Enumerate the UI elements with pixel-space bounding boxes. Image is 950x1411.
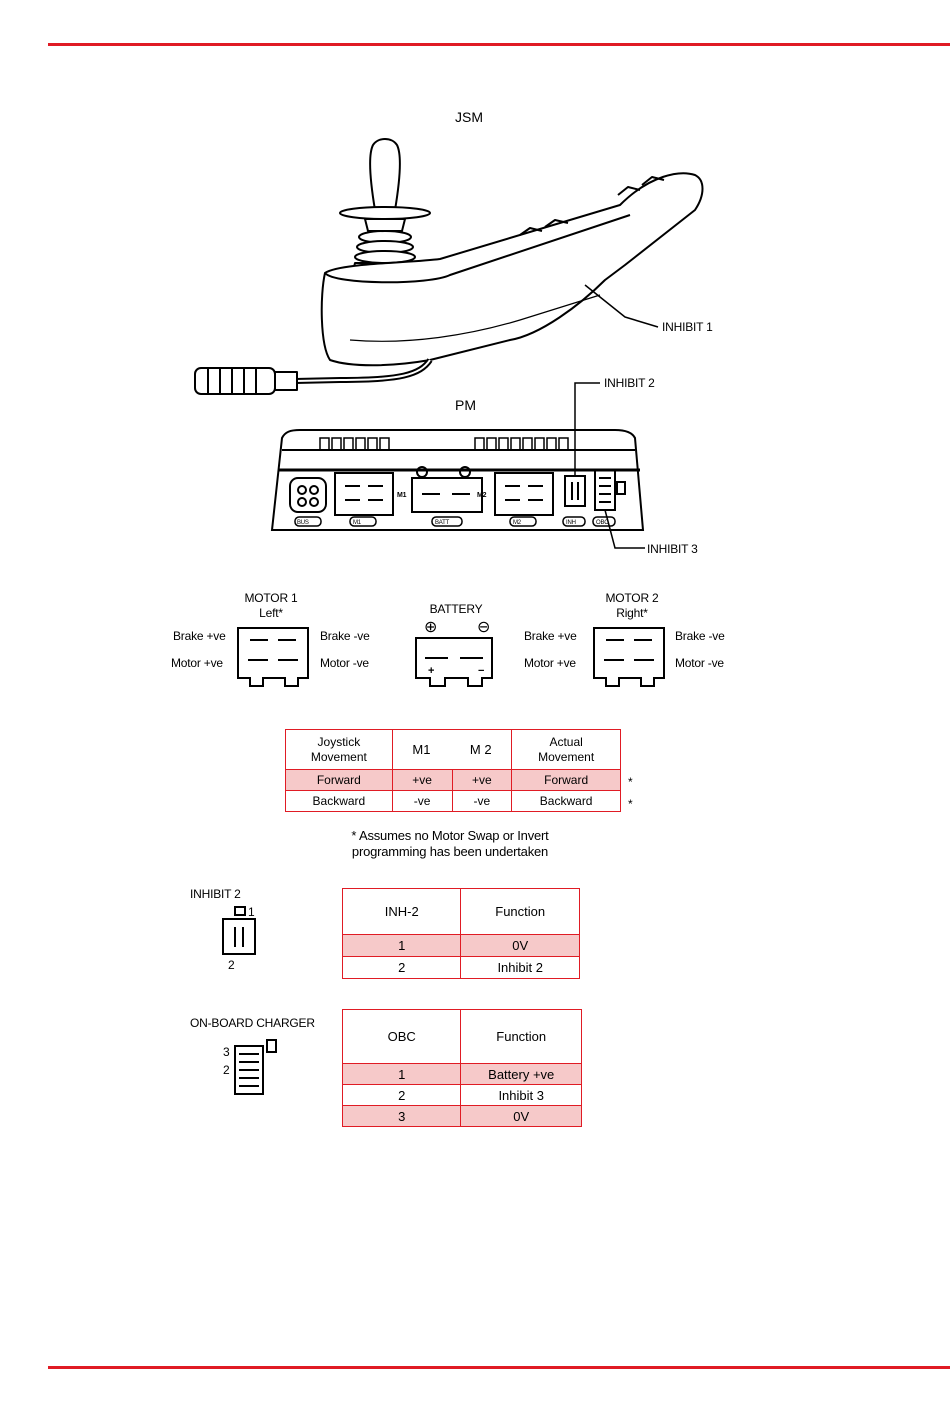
m1-brake-pos: Brake +ve <box>173 629 226 643</box>
motor2-subtitle: Right* <box>616 606 648 620</box>
m1-brake-neg: Brake -ve <box>320 629 370 643</box>
movement-cell: Forward <box>511 769 621 791</box>
footnote: * Assumes no Motor Swap or Invert progra… <box>351 828 549 859</box>
pm-port-m1: M1 <box>353 520 361 526</box>
inhibit2-header-pin: INH-2 <box>341 888 462 935</box>
movement-header-actual: Actual Movement <box>511 729 621 770</box>
pm-port-m2: M2 <box>513 520 521 526</box>
obc-header-pin: OBC <box>341 1009 462 1064</box>
row-mark: * <box>628 797 633 811</box>
motor1-title: MOTOR 1 <box>244 591 298 605</box>
jsm-label: JSM <box>455 109 483 125</box>
battery-plus-icon: ⊕ <box>424 619 438 636</box>
inhibit2-connector <box>222 906 256 955</box>
inhibit2-title: INHIBIT 2 <box>190 887 241 901</box>
obc-cell: Inhibit 3 <box>460 1084 582 1106</box>
obc-pin-3: 3 <box>223 1045 230 1059</box>
jsm-illustration <box>194 138 704 395</box>
pm-port-bus: BUS <box>297 520 309 526</box>
table-row: 2 Inhibit 3 <box>341 1084 582 1106</box>
battery-minus-sign: − <box>478 665 485 677</box>
obc-header-function: Function <box>460 1009 582 1064</box>
movement-cell: Backward <box>511 790 621 812</box>
row-mark: * <box>628 775 633 789</box>
inhibit2-pin-2: 2 <box>228 958 235 972</box>
bottom-rule <box>48 1366 950 1369</box>
movement-header-motors: M1 M 2 <box>391 729 513 770</box>
movement-cell: +ve <box>451 769 513 791</box>
inhibit2-cell: Inhibit 2 <box>460 956 580 979</box>
top-rule <box>48 43 950 46</box>
obc-connector <box>234 1039 277 1095</box>
obc-title: ON-BOARD CHARGER <box>190 1016 315 1030</box>
motor1-subtitle: Left* <box>259 606 283 620</box>
m2-motor-pos: Motor +ve <box>524 656 576 670</box>
m1-motor-pos: Motor +ve <box>171 656 223 670</box>
battery-minus-icon: ⊖ <box>477 619 491 636</box>
obc-pin-2: 2 <box>223 1063 230 1077</box>
inhibit2-cell: 2 <box>341 956 462 979</box>
inhibit1-label: INHIBIT 1 <box>662 320 713 334</box>
table-row: Backward -ve -ve Backward <box>285 790 621 812</box>
movement-table: Joystick Movement M1 M 2 Actual Movement… <box>285 729 621 812</box>
inhibit2-cell: 0V <box>460 934 580 957</box>
inhibit2-header-function: Function <box>460 888 580 935</box>
pm-side-m1: M1 <box>397 492 407 499</box>
m2-brake-pos: Brake +ve <box>524 629 577 643</box>
m2-motor-neg: Motor -ve <box>675 656 724 670</box>
obc-cell: Battery +ve <box>460 1063 582 1085</box>
battery-title: BATTERY <box>429 602 483 616</box>
pinout-connectors <box>237 627 665 687</box>
pm-port-inh: INH <box>566 520 576 526</box>
obc-cell: 0V <box>460 1105 582 1127</box>
pm-side-m2: M2 <box>477 492 487 499</box>
pm-label: PM <box>455 397 476 413</box>
obc-cell: 1 <box>341 1063 462 1085</box>
inhibit3-callout-label: INHIBIT 3 <box>647 542 698 556</box>
obc-cell: 2 <box>341 1084 462 1106</box>
inhibit2-cell: 1 <box>341 934 462 957</box>
pm-illustration <box>270 382 645 549</box>
movement-cell: Backward <box>285 790 393 812</box>
obc-table: OBC Function 1 Battery +ve 2 Inhibit 3 3… <box>341 1009 582 1127</box>
table-row: 3 0V <box>341 1105 582 1127</box>
inhibit2-callout-label: INHIBIT 2 <box>604 376 655 390</box>
table-row: 1 Battery +ve <box>341 1063 582 1085</box>
pm-port-obc: OBC <box>596 520 609 526</box>
battery-plus-sign: + <box>428 665 435 677</box>
obc-cell: 3 <box>341 1105 462 1127</box>
movement-cell: -ve <box>451 790 513 812</box>
movement-header-m2: M 2 <box>469 742 492 757</box>
m2-brake-neg: Brake -ve <box>675 629 725 643</box>
movement-header-m1: M1 <box>412 742 431 757</box>
table-row: Forward +ve +ve Forward <box>285 769 621 791</box>
movement-cell: -ve <box>391 790 453 812</box>
movement-header-joystick: Joystick Movement <box>285 729 393 770</box>
table-row: 2 Inhibit 2 <box>341 956 580 979</box>
m1-motor-neg: Motor -ve <box>320 656 369 670</box>
inhibit2-table: INH-2 Function 1 0V 2 Inhibit 2 <box>341 888 580 979</box>
movement-cell: +ve <box>391 769 453 791</box>
table-row: 1 0V <box>341 934 580 957</box>
motor2-title: MOTOR 2 <box>605 591 659 605</box>
movement-cell: Forward <box>285 769 393 791</box>
pm-port-batt: BATT <box>435 520 450 526</box>
inhibit2-pin-1: 1 <box>248 905 255 919</box>
